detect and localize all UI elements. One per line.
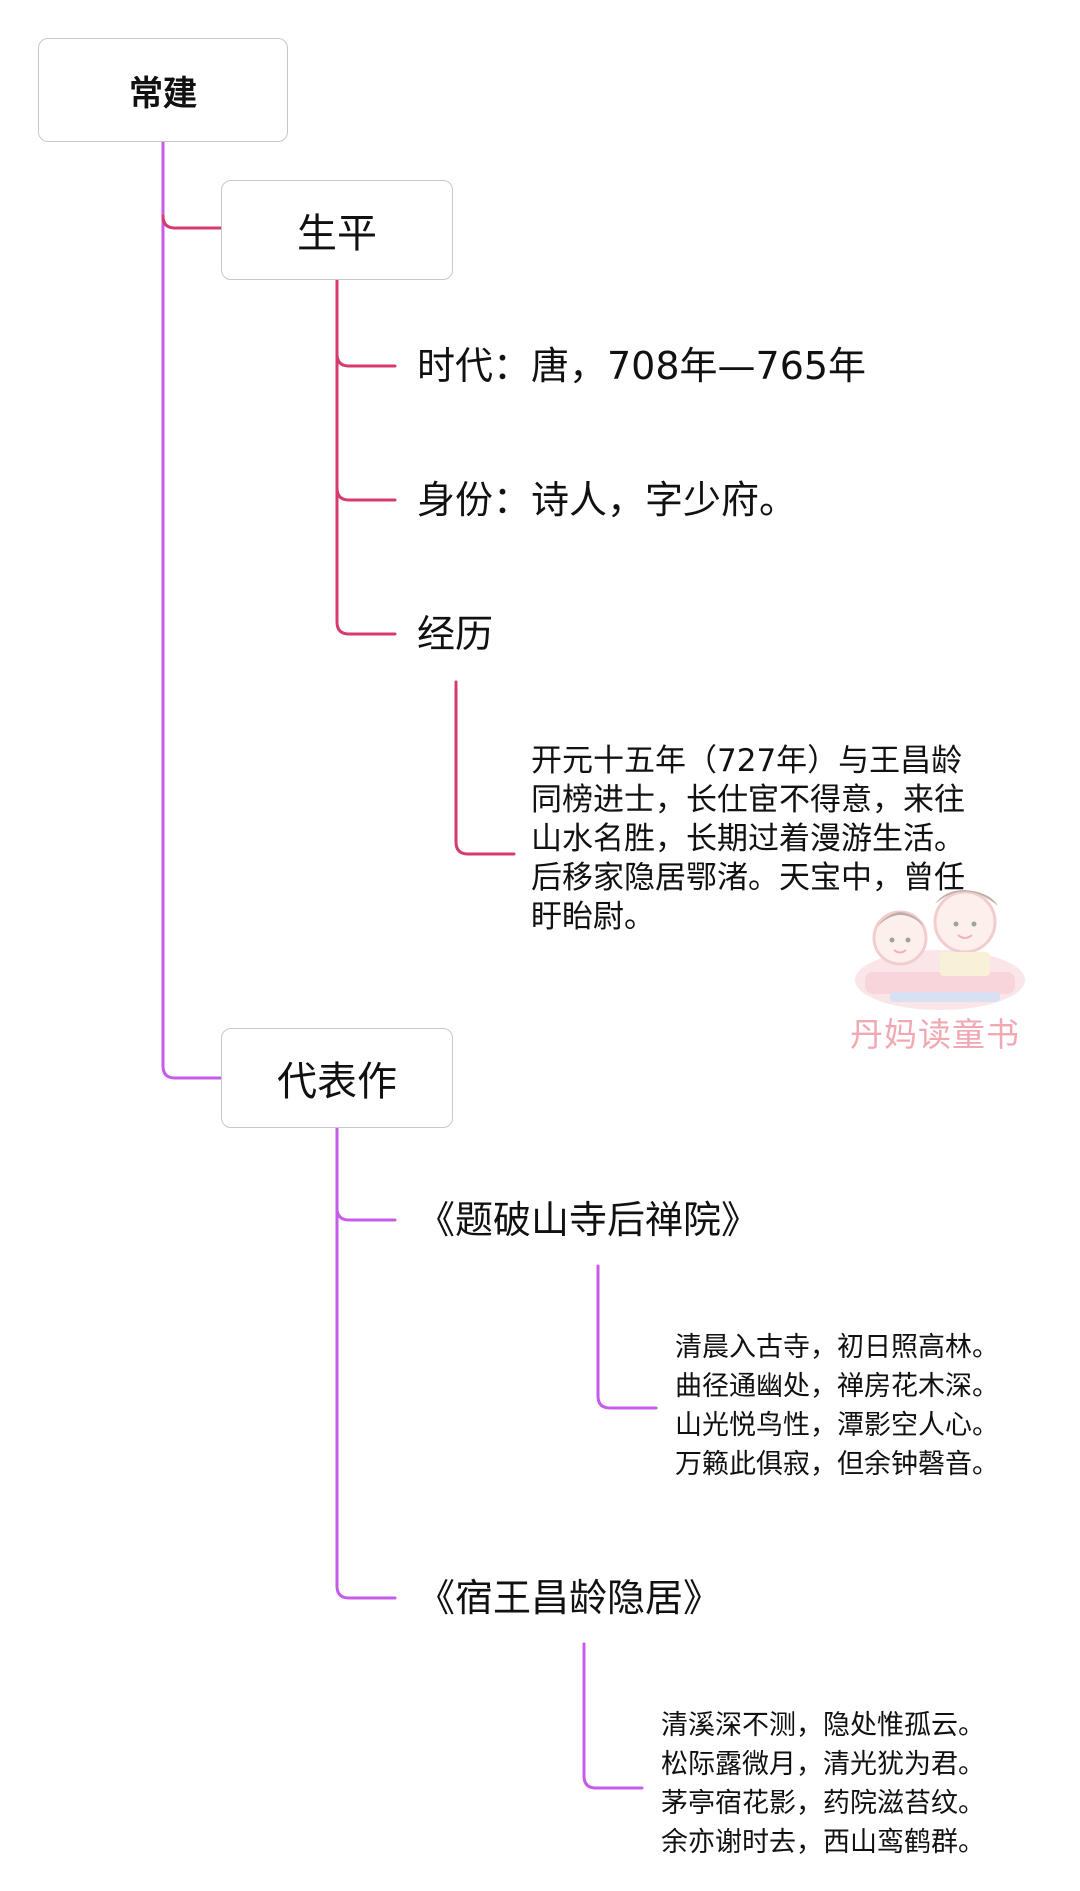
biography-identity: 身份：诗人，字少府。 [417, 478, 798, 522]
biography-era: 时代：唐，708年—765年 [417, 344, 867, 388]
watermark-illustration [855, 890, 1025, 1010]
biography-label: 生平 [297, 211, 377, 257]
root-trunk-line [161, 140, 223, 1080]
experience-text: 开元十五年（727年）与王昌龄 同榜进士，长仕宦不得意，来往 山水名胜，长期过着… [531, 743, 965, 935]
poem1-line [596, 1264, 658, 1410]
root-label: 常建 [129, 73, 197, 114]
works-item-title: 《题破山寺后禅院》 [417, 1198, 760, 1242]
works-item-poem: 清溪深不测，隐处惟孤云。 松际露微月，清光犹为君。 茅亭宿花影，药院滋苔纹。 余… [661, 1710, 985, 1858]
biography-era-line [335, 352, 397, 368]
root-to-biography-line [161, 214, 223, 230]
biography-node[interactable]: 生平 [221, 180, 453, 280]
biography-trunk-line [335, 278, 397, 636]
works-item-poem: 清晨入古寺，初日照高林。 曲径通幽处，禅房花木深。 山光悦鸟性，潭影空人心。 万… [675, 1332, 999, 1480]
works-item1-line [335, 1206, 397, 1222]
biography-identity-line [335, 486, 397, 502]
works-trunk-line [335, 1126, 397, 1600]
experience-line [454, 680, 516, 856]
works-node[interactable]: 代表作 [221, 1028, 453, 1128]
poem2-line [582, 1642, 644, 1790]
works-item-title: 《宿王昌龄隐居》 [417, 1576, 722, 1620]
watermark-text: 丹妈读童书 [850, 1015, 1020, 1054]
experience-label: 经历 [417, 612, 494, 656]
works-label: 代表作 [277, 1059, 397, 1105]
root-node[interactable]: 常建 [38, 38, 288, 142]
